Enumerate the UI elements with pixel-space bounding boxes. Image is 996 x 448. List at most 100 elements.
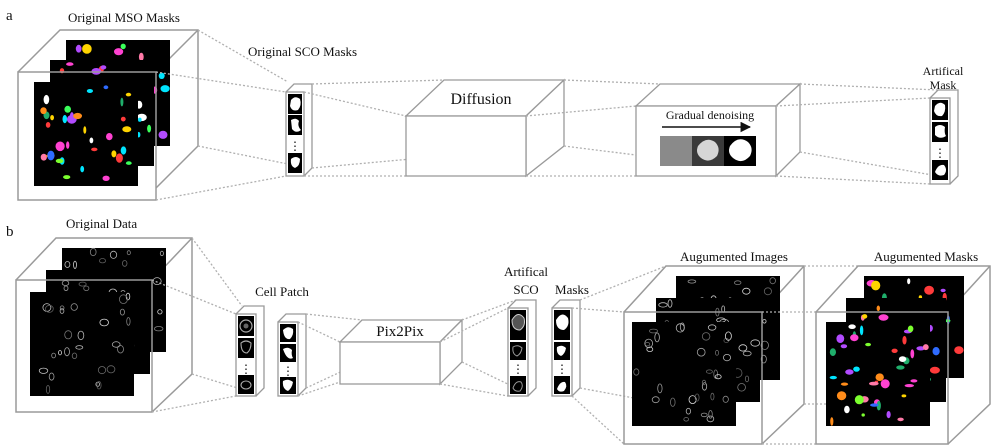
mso-mask-blob <box>122 126 132 133</box>
artifical-mask-ellipsis: ⋮ <box>934 146 946 160</box>
augmented-mask-blob <box>902 335 907 345</box>
augmented-mask-blob <box>897 417 904 422</box>
cell-outline <box>694 393 700 402</box>
artifical-sco-label-2: SCO <box>513 282 538 297</box>
artifical-sco-ellipsis: ⋮ <box>512 362 524 376</box>
cell-outline <box>59 308 65 314</box>
mso-mask-blob <box>64 105 71 113</box>
mso-mask-blob <box>80 165 85 173</box>
cell-outline <box>109 250 118 259</box>
mso-mask-blob <box>158 130 168 139</box>
mso-mask-blob <box>55 141 65 152</box>
sco-masks-label: Original SCO Masks <box>248 44 357 59</box>
cell-outline <box>119 308 125 316</box>
cell-outline <box>64 347 70 357</box>
augmented-mask-blob <box>836 334 845 343</box>
cell-outline <box>71 352 78 359</box>
cell-outline <box>77 330 85 341</box>
cell-outline <box>106 365 116 374</box>
cell-patch-image-2 <box>238 338 254 358</box>
augmented-mask-blob <box>848 324 856 330</box>
cell-outline <box>760 354 767 364</box>
augmented-mask-blob <box>865 342 871 347</box>
augmented-mask-blob <box>876 400 881 411</box>
cell-outline <box>670 397 676 407</box>
cell-outline <box>769 277 776 285</box>
augmented-masks-label: Augumented Masks <box>874 249 978 264</box>
mso-mask-blob <box>40 107 47 115</box>
augmented-mask-blob <box>891 348 898 353</box>
augmented-images-cube <box>623 265 805 445</box>
cell-outline <box>73 260 77 269</box>
cell-outline <box>119 294 128 305</box>
cell-outline <box>48 372 55 381</box>
augmented-mask-blob <box>896 365 905 370</box>
cell-patch-column-masks: ⋮ <box>277 313 307 397</box>
cell-outline <box>649 328 659 334</box>
artifical-mask-label-2: Mask <box>930 78 957 92</box>
augmented-mask-blob <box>886 411 891 419</box>
connectors-pix2pix-to-sco <box>439 299 517 397</box>
cell-outline <box>64 261 71 268</box>
cell-outline <box>59 305 65 311</box>
cell-outline <box>89 247 97 257</box>
augmented-mask-blob <box>854 395 864 405</box>
sco-ellipsis: ⋮ <box>289 139 301 153</box>
mso-mask-blob <box>66 141 70 149</box>
cell-outline <box>78 281 87 287</box>
augmented-mask-blob <box>940 288 946 293</box>
augmented-mask-blob <box>910 349 915 359</box>
cell-outline <box>58 350 62 356</box>
augmented-mask-blob <box>876 305 880 312</box>
cell-outline <box>99 258 107 264</box>
augmented-mask-blob <box>907 278 911 285</box>
original-data-image-front <box>30 292 134 396</box>
cell-outline <box>760 340 769 350</box>
cell-outline <box>750 339 760 347</box>
augmented-images-label: Augumented Images <box>680 249 788 264</box>
cell-outline <box>657 383 663 394</box>
mso-mask-blob <box>43 94 50 105</box>
cell-outline <box>688 395 697 405</box>
augmented-mask-blob <box>870 403 879 407</box>
mso-mask-blob <box>73 112 82 120</box>
augmented-mask-blob <box>932 347 940 356</box>
augmented-mask-blob <box>850 334 859 342</box>
cell-outline <box>667 299 673 308</box>
original-data-cube <box>15 237 193 413</box>
augmented-mask-blob <box>916 346 925 351</box>
cell-patch-label: Cell Patch <box>255 284 309 299</box>
mso-mask-blob <box>40 153 47 161</box>
cell-outline <box>737 383 746 392</box>
cell-outline <box>725 331 732 341</box>
augmented-mask-blob <box>869 381 879 386</box>
cell-outline <box>159 250 164 256</box>
cell-outline <box>658 302 668 308</box>
sco-masks-column: ⋮ <box>285 83 313 177</box>
cell-outline <box>742 350 752 357</box>
original-data-label: Original Data <box>66 216 137 231</box>
mso-cube-front-face <box>17 71 157 201</box>
artifical-sco-image-2 <box>510 342 526 360</box>
augmented-mask-blob <box>880 379 890 389</box>
cell-outline <box>696 347 706 357</box>
mso-mask-blob <box>45 122 51 128</box>
denoising-box <box>634 82 802 178</box>
cell-outline <box>700 412 708 418</box>
denoising-label: Gradual denoising <box>666 108 754 122</box>
cell-outline <box>706 415 715 423</box>
cell-outline <box>742 287 751 295</box>
mso-mask-blob <box>160 85 170 93</box>
mso-mask-blob <box>89 137 94 144</box>
cell-outline <box>45 304 54 313</box>
mso-mask-blob <box>100 65 107 70</box>
cell-outline <box>701 382 708 391</box>
augmented-mask-blob <box>829 348 837 356</box>
augmented-mask-blob <box>929 366 940 374</box>
cell-outline <box>701 332 711 341</box>
cell-outline <box>714 374 722 380</box>
augmented-mask-blob <box>840 344 848 349</box>
mso-mask-blob <box>83 126 87 134</box>
cell-outline <box>723 353 732 362</box>
augmented-mask-blob <box>853 366 860 372</box>
